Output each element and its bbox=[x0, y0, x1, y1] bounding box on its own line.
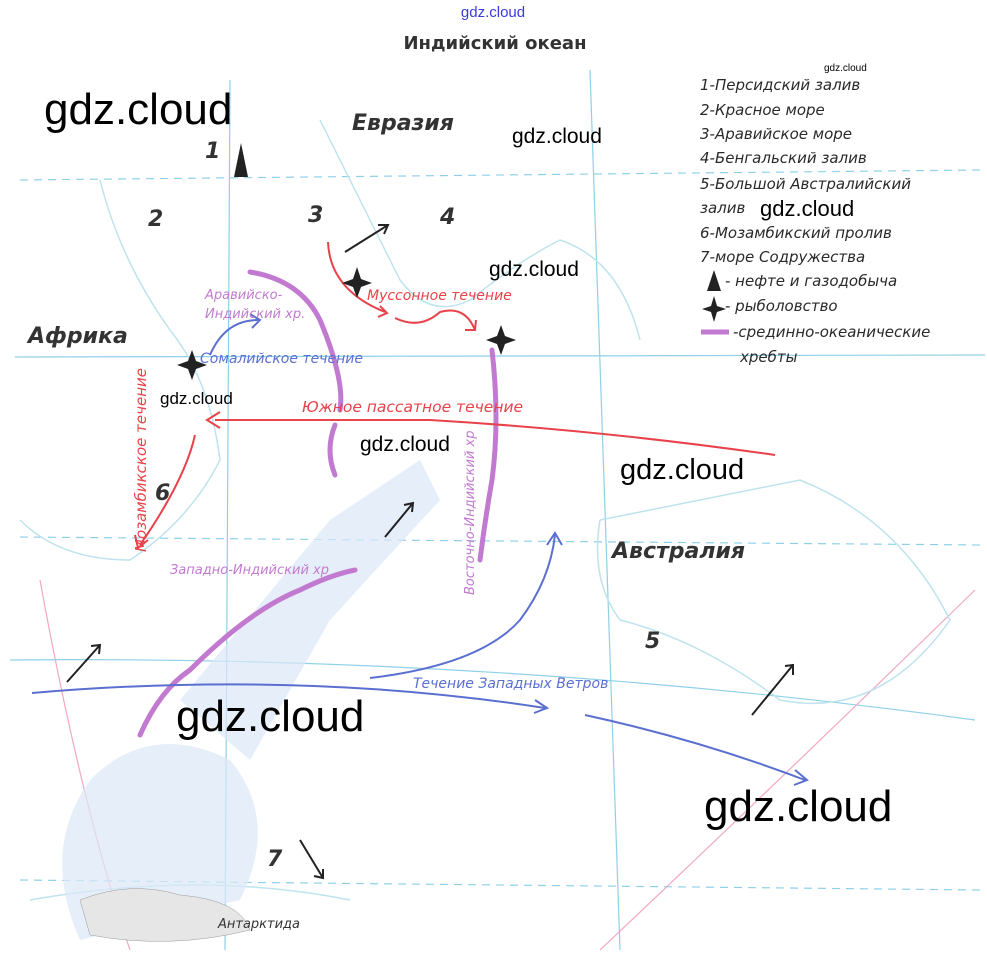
arrowhead bbox=[533, 699, 550, 714]
region-numbers: 1 2 3 4 5 6 7 bbox=[148, 139, 660, 872]
watermark: gdz.cloud bbox=[176, 692, 364, 741]
legend-item: 1-Персидский залив bbox=[700, 76, 860, 94]
watermark: gdz.cloud bbox=[760, 196, 854, 221]
antarctica-shape bbox=[79, 888, 251, 942]
watermark: gdz.cloud bbox=[704, 782, 892, 831]
wind-arrows bbox=[66, 224, 794, 880]
wind-arrow bbox=[751, 663, 794, 716]
legend-item: 5-Большой Австралийский bbox=[700, 175, 911, 193]
arrowhead bbox=[546, 531, 563, 546]
watermark: gdz.cloud bbox=[360, 433, 450, 456]
watermark: gdz.cloud bbox=[824, 63, 867, 74]
legend-item: 3-Аравийское море bbox=[700, 125, 852, 143]
legend-ridge-label-2: хребты bbox=[739, 348, 798, 366]
somali-current bbox=[209, 319, 259, 356]
mozambique-current bbox=[139, 434, 196, 546]
wind-arrow bbox=[344, 224, 390, 253]
legend-oil-label: - нефте и газодобыча bbox=[725, 272, 897, 290]
oil-gas-icon bbox=[234, 143, 248, 177]
ridge-labels: Аравийско- Индийский хр. Восточно-Индийс… bbox=[170, 288, 478, 595]
label-south-equatorial-current: Южное пассатное течение bbox=[302, 398, 523, 416]
fishing-icons bbox=[177, 267, 516, 380]
number-1: 1 bbox=[205, 139, 220, 164]
monsoon-current-2 bbox=[394, 309, 476, 331]
warm-currents bbox=[134, 241, 776, 550]
watermark: gdz.cloud bbox=[489, 258, 579, 281]
number-5: 5 bbox=[645, 629, 660, 654]
legend-ridge-label-1: -срединно-океанические bbox=[733, 323, 930, 341]
label-antarctica: Антарктида bbox=[217, 917, 300, 932]
arrowhead bbox=[134, 534, 149, 550]
label-west-indian-ridge: Западно-Индийский хр bbox=[170, 563, 329, 578]
number-2: 2 bbox=[148, 207, 163, 232]
continent-labels: Евразия Африка Австралия Антарктида bbox=[26, 111, 745, 932]
watermark: gdz.cloud bbox=[160, 389, 233, 408]
east-indian-ridge bbox=[477, 347, 499, 563]
legend-item: 6-Мозамбикский пролив bbox=[700, 224, 892, 242]
current-labels: Муссонное течение Сомалийское течение Юж… bbox=[132, 288, 608, 692]
number-3: 3 bbox=[308, 203, 323, 228]
number-4: 4 bbox=[439, 205, 455, 230]
number-7: 7 bbox=[267, 847, 283, 872]
fishing-icon bbox=[177, 350, 207, 380]
legend-fishing-label: - рыболовство bbox=[725, 297, 838, 315]
cold-currents bbox=[31, 313, 809, 786]
wind-arrow bbox=[66, 643, 102, 683]
label-somali-current: Сомалийское течение bbox=[200, 351, 363, 367]
west-winds-current bbox=[31, 683, 546, 709]
map-title: Индийский океан bbox=[403, 33, 586, 54]
arrowhead bbox=[205, 411, 221, 429]
south-equatorial-current bbox=[215, 419, 776, 456]
label-australia: Австралия bbox=[610, 539, 745, 564]
arabian-indian-ridge bbox=[247, 269, 344, 413]
number-6: 6 bbox=[155, 481, 170, 506]
legend-oil-icon bbox=[707, 270, 721, 291]
label-arabian-indian-ridge-1: Аравийско- bbox=[204, 288, 283, 303]
fishing-icon bbox=[342, 267, 372, 298]
watermarks: gdz.cloud gdz.cloud gdz.cloud gdz.cloud … bbox=[44, 63, 892, 831]
label-monsoon-current: Муссонное течение bbox=[367, 288, 512, 304]
west-winds-branch bbox=[369, 534, 556, 679]
arrowhead bbox=[465, 319, 477, 331]
legend-item: 4-Бенгальский залив bbox=[700, 149, 867, 167]
legend-fishing-icon bbox=[702, 296, 726, 322]
ridges bbox=[137, 269, 499, 738]
watermark: gdz.cloud bbox=[512, 125, 602, 148]
west-indian-ridge bbox=[137, 567, 358, 738]
legend: 1-Персидский залив 2-Красное море 3-Арав… bbox=[700, 76, 930, 366]
west-winds-east bbox=[584, 714, 806, 781]
top-watermark: gdz.cloud bbox=[461, 4, 525, 21]
label-west-winds-current: Течение Западных Ветров bbox=[413, 676, 608, 692]
legend-item: 2-Красное море bbox=[700, 101, 825, 119]
wind-arrow bbox=[299, 839, 324, 880]
ridge-segment bbox=[327, 422, 338, 478]
arrowhead bbox=[377, 305, 389, 318]
fishing-icon bbox=[486, 325, 516, 355]
label-east-indian-ridge: Восточно-Индийский хр bbox=[463, 431, 478, 595]
watermark: gdz.cloud bbox=[620, 454, 744, 486]
arrowhead bbox=[793, 769, 809, 786]
wind-arrow bbox=[384, 501, 415, 538]
legend-item: залив bbox=[700, 199, 746, 217]
label-arabian-indian-ridge-2: Индийский хр. bbox=[205, 307, 305, 322]
label-mozambique-current: Мозамбикское течение bbox=[132, 368, 150, 552]
label-eurasia: Евразия bbox=[352, 111, 454, 136]
legend-item: 7-море Содружества bbox=[700, 248, 865, 266]
label-africa: Африка bbox=[26, 324, 128, 349]
watermark: gdz.cloud bbox=[44, 85, 232, 134]
arrowhead bbox=[249, 313, 262, 329]
